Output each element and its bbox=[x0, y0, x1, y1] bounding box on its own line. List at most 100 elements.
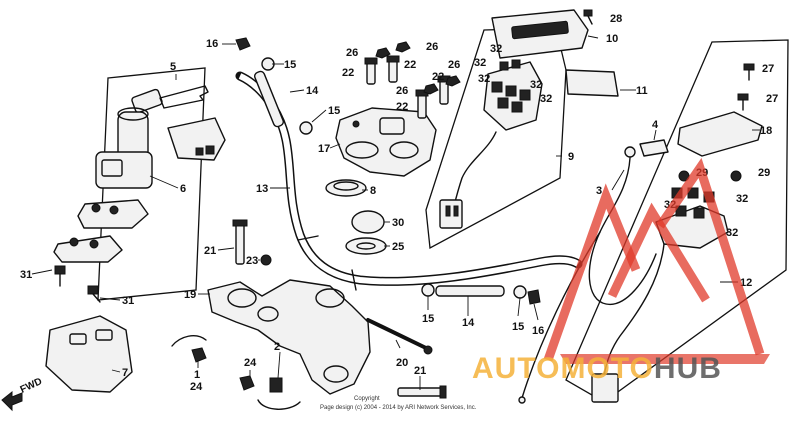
bolt-16-top bbox=[235, 37, 251, 51]
callout-31-left: 31 bbox=[20, 269, 32, 281]
throttle-housing bbox=[655, 187, 729, 249]
indicator-harness bbox=[453, 131, 497, 207]
watermark: AUTOMOTOHUB bbox=[472, 157, 770, 385]
callout-24-mid: 24 bbox=[244, 357, 257, 369]
nut-26-c bbox=[445, 75, 461, 87]
bolt-21-lower bbox=[397, 385, 447, 399]
callout-32-h: 32 bbox=[726, 227, 738, 239]
callout-22-a: 22 bbox=[342, 67, 354, 79]
callout-7: 7 bbox=[122, 367, 128, 379]
callout-15-lower-right: 15 bbox=[512, 321, 524, 333]
bar-end-weight-left bbox=[254, 57, 313, 135]
bolt-31-left bbox=[54, 265, 66, 287]
callout-26-d: 26 bbox=[396, 85, 408, 97]
callout-11: 11 bbox=[636, 85, 648, 97]
callout-15-mid: 15 bbox=[328, 105, 340, 117]
screw-28 bbox=[583, 9, 593, 25]
callout-6: 6 bbox=[180, 183, 186, 195]
callout-15-top: 15 bbox=[284, 59, 296, 71]
watermark-logo bbox=[543, 157, 770, 364]
lamp-29-b bbox=[730, 170, 742, 182]
handlebar-clamp-mark-right bbox=[351, 269, 357, 291]
callout-28: 28 bbox=[610, 13, 622, 25]
callout-26-b: 26 bbox=[426, 41, 438, 53]
callout-13: 13 bbox=[256, 183, 268, 195]
callouts: 16 15 14 15 5 6 31 31 7 13 17 8 30 25 21… bbox=[20, 13, 778, 393]
forward-arrow: FWD bbox=[1, 376, 44, 412]
callout-2: 2 bbox=[274, 341, 280, 353]
watermark-text: AUTOMOTOHUB bbox=[472, 352, 722, 385]
callout-23: 23 bbox=[246, 255, 258, 267]
switch-cover bbox=[53, 235, 123, 263]
callout-15-lower-left: 15 bbox=[422, 313, 434, 325]
callout-30: 30 bbox=[392, 217, 404, 229]
ignition-key bbox=[131, 85, 209, 114]
leader-lines bbox=[31, 35, 760, 390]
handlebar-holder bbox=[207, 279, 371, 395]
nut-26-d bbox=[423, 83, 439, 95]
bolt-22-a bbox=[364, 57, 378, 85]
wire-band-2 bbox=[257, 377, 301, 410]
switch-cover-18 bbox=[677, 111, 763, 157]
nut-26-a bbox=[375, 47, 391, 59]
lower-cover bbox=[45, 315, 133, 393]
callout-27-a: 27 bbox=[762, 63, 774, 75]
screw-27-b bbox=[737, 93, 749, 111]
callout-8: 8 bbox=[370, 185, 376, 197]
wire-clip-1 bbox=[171, 335, 207, 347]
callout-27-b: 27 bbox=[766, 93, 778, 105]
meter-top-cover bbox=[491, 9, 589, 59]
bolt-31-right bbox=[87, 285, 101, 303]
bar-end-weight-right bbox=[421, 283, 527, 299]
callout-26-a: 26 bbox=[346, 47, 358, 59]
copyright-block: Copyright Page design (c) 2004 - 2014 by… bbox=[320, 396, 477, 411]
callout-18: 18 bbox=[760, 125, 772, 137]
callout-25: 25 bbox=[392, 241, 404, 253]
grommet-8 bbox=[325, 179, 367, 197]
callout-32-c: 32 bbox=[478, 73, 490, 85]
nut-24-a bbox=[191, 347, 207, 363]
callout-29-b: 29 bbox=[758, 167, 770, 179]
callout-32-d: 32 bbox=[530, 79, 542, 91]
ignition-switch-body bbox=[95, 107, 153, 189]
callout-32-a: 32 bbox=[490, 43, 502, 55]
handlebar-clamp-mark-left bbox=[297, 235, 319, 241]
callout-1: 1 bbox=[194, 369, 200, 381]
copyright-line-1: Copyright bbox=[354, 396, 380, 402]
callout-32-g: 32 bbox=[736, 193, 748, 205]
callout-5: 5 bbox=[170, 61, 176, 73]
callout-32-e: 32 bbox=[540, 93, 552, 105]
callout-31-right: 31 bbox=[122, 295, 134, 307]
handlebar-inner bbox=[238, 73, 580, 285]
bolt-22-c bbox=[415, 89, 429, 119]
nut-24-b bbox=[239, 375, 255, 391]
callout-3: 3 bbox=[596, 185, 602, 197]
callout-19: 19 bbox=[184, 289, 196, 301]
washer-25 bbox=[345, 237, 387, 255]
callout-20: 20 bbox=[396, 357, 408, 369]
screw-27-a bbox=[743, 63, 755, 81]
callout-24-left: 24 bbox=[190, 381, 203, 393]
callout-10: 10 bbox=[606, 33, 618, 45]
callout-21-upper: 21 bbox=[204, 245, 216, 257]
callout-32-b: 32 bbox=[474, 57, 486, 69]
fwd-label: FWD bbox=[19, 376, 44, 396]
callout-14-right: 14 bbox=[462, 317, 475, 329]
callout-16-top: 16 bbox=[206, 38, 218, 50]
pinch-bolt-20 bbox=[366, 318, 433, 355]
callout-22-b: 22 bbox=[404, 59, 416, 71]
harness-connector bbox=[439, 199, 463, 229]
callout-26-c: 26 bbox=[448, 59, 460, 71]
panel-strip bbox=[565, 69, 619, 97]
bolt-22-b bbox=[386, 55, 400, 83]
callout-21-lower: 21 bbox=[414, 365, 426, 377]
indicator-light-housing bbox=[483, 59, 543, 131]
copyright-line-2: Page design (c) 2004 - 2014 by ARI Netwo… bbox=[320, 405, 477, 411]
watermark-part-1: AUTOMOTO bbox=[472, 352, 654, 385]
panel-throttle bbox=[565, 39, 789, 403]
nut-26-b bbox=[395, 41, 411, 53]
callout-22-c: 22 bbox=[432, 71, 444, 83]
callout-16-right: 16 bbox=[532, 325, 544, 337]
watermark-part-2: HUB bbox=[654, 352, 722, 385]
